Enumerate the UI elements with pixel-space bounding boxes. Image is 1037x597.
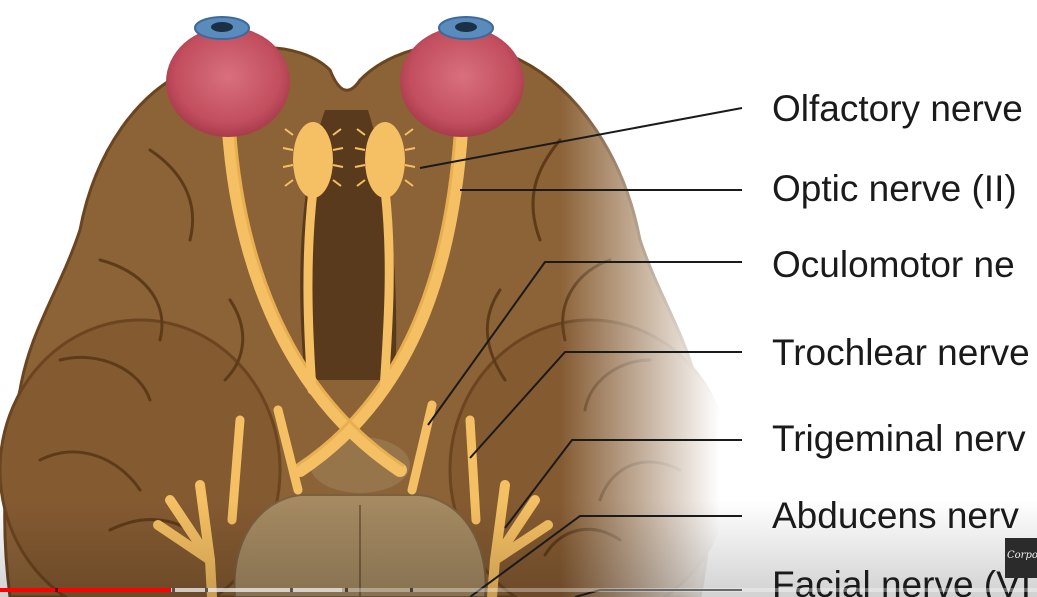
chapter-marker	[55, 588, 58, 592]
label-trochlear: Trochlear nerve	[772, 332, 1030, 373]
channel-watermark[interactable]: Corpori	[1005, 538, 1037, 578]
eyeball-left	[166, 16, 290, 137]
olfactory-bulb-right	[365, 122, 405, 198]
label-olfactory: Olfactory nerve	[772, 88, 1023, 129]
video-progress-bar[interactable]	[0, 588, 1037, 592]
optic-nerves	[221, 108, 469, 477]
chapter-marker	[345, 588, 348, 592]
progress-played	[0, 588, 172, 592]
label-abducens: Abducens nerv	[772, 495, 1019, 536]
olfactory-bulb-left	[293, 122, 333, 198]
label-trigeminal: Trigeminal nerv	[772, 418, 1026, 459]
label-facial: Facial nerve (VI	[772, 564, 1032, 597]
chapter-marker	[205, 588, 208, 592]
chapter-marker	[172, 588, 175, 592]
chapter-marker	[290, 588, 293, 592]
label-oculomotor: Oculomotor ne	[772, 244, 1015, 285]
olfactory-tracts	[303, 185, 394, 395]
progress-buffered	[0, 588, 343, 592]
leader-lines	[419, 107, 743, 597]
eyeball-right	[400, 16, 524, 137]
chapter-marker	[410, 588, 413, 592]
label-optic: Optic nerve (II)	[772, 168, 1017, 209]
